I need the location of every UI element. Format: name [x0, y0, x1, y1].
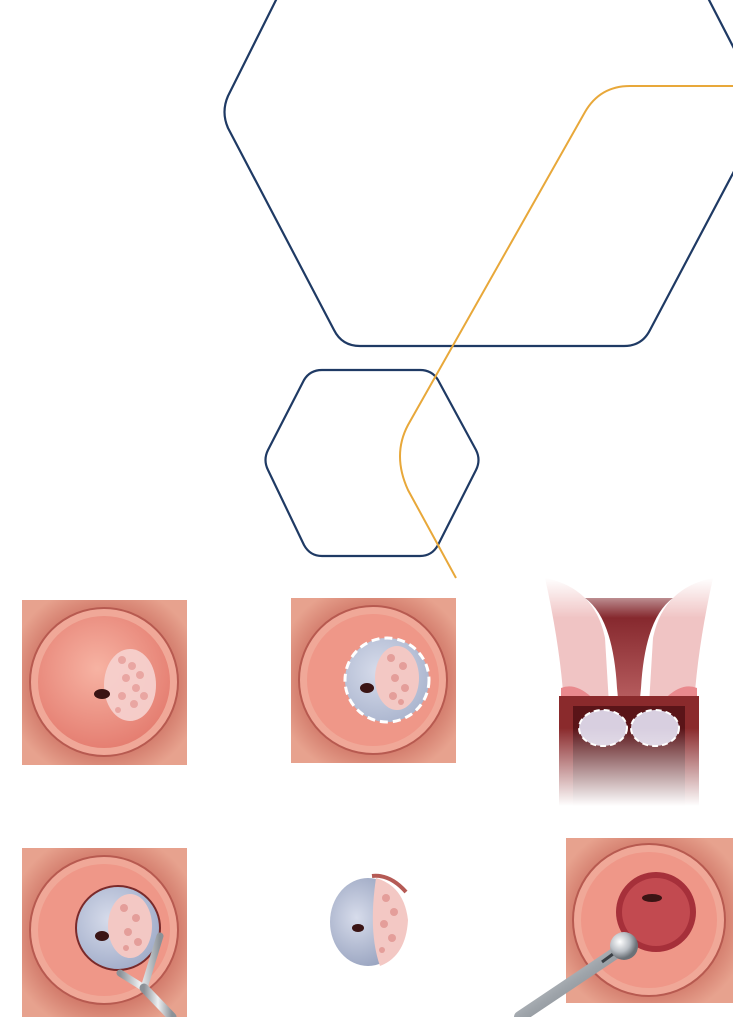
- cervix-marked-margin-illustration: [291, 598, 456, 763]
- large-hexagon-outline: [225, 0, 733, 346]
- ball-electrode-cautery-illustration: [500, 838, 733, 1017]
- accent-curve-line: [400, 86, 733, 578]
- lesion-area: [104, 649, 156, 721]
- small-hexagon-outline: [266, 370, 479, 556]
- excised-tissue-specimen-illustration: [328, 872, 410, 968]
- cervix-lesion-illustration: [22, 600, 187, 765]
- cervical-canal-cross-section-illustration: [525, 578, 733, 806]
- cervical-os: [94, 689, 110, 699]
- loop-excision-illustration: [22, 848, 187, 1017]
- decorative-hexagon-artwork: [0, 0, 733, 580]
